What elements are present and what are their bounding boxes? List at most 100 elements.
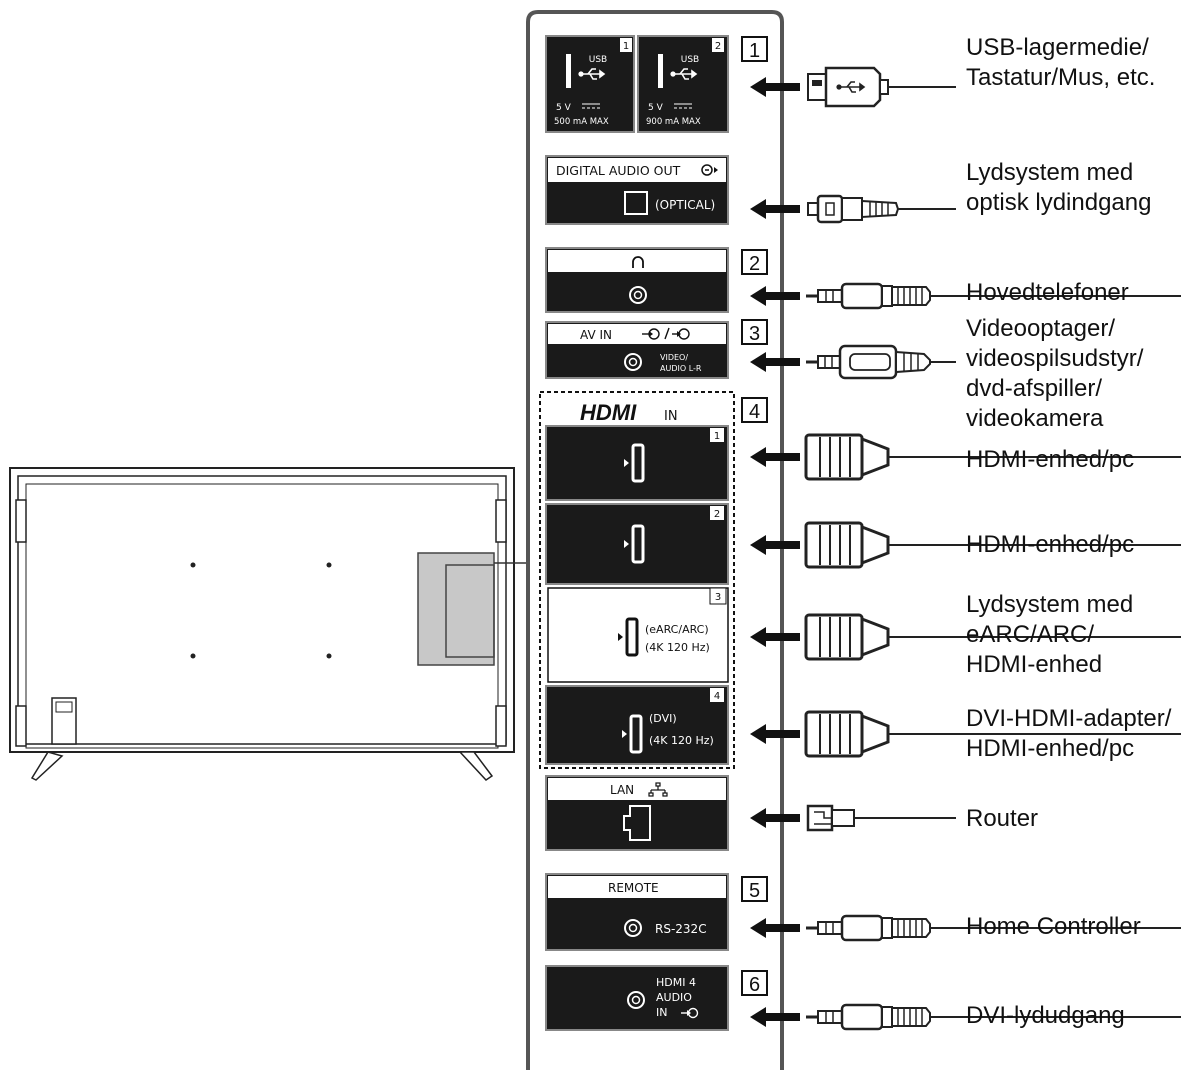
device-label-line: Lydsystem med — [966, 591, 1134, 618]
hdmi-earc-label: (eARC/ARC) — [645, 623, 709, 636]
optical-plug-icon — [807, 194, 956, 224]
remote-port: REMOTE RS-232C — [545, 873, 729, 951]
hdmi-in-group: HDMI IN — [539, 391, 735, 769]
hdmi4-audio-in-port: HDMI 4 AUDIO IN — [545, 965, 729, 1031]
usb-voltage: 5 V — [648, 103, 664, 113]
lan-plug-icon — [806, 804, 956, 832]
lan-port: LAN — [545, 775, 729, 851]
device-label-optical: Lydsystem med optisk lydindgang — [966, 158, 1151, 218]
arrow-left-icon — [750, 352, 800, 372]
hdmi-port-number: 3 — [715, 592, 721, 603]
device-label-line: USB-lagermedie/ — [966, 34, 1149, 61]
device-label-line: videospilsudstyr/ — [966, 345, 1144, 372]
arrow-left-icon — [750, 77, 800, 97]
arrow-left-icon — [750, 808, 800, 828]
tv-back — [9, 467, 528, 781]
hdmi4-audio-label: HDMI 4 — [656, 976, 696, 989]
device-label-hdmi4-audio: DVI-lydudgang — [966, 1001, 1125, 1031]
usb-icon — [670, 68, 698, 80]
device-label-line: videokamera — [966, 405, 1104, 432]
hdmi-port-4: 4 (DVI) (4K 120 Hz) — [545, 685, 729, 765]
usb-voltage: 5 V — [556, 103, 572, 113]
usb-current: 900 mA MAX — [646, 117, 701, 127]
device-label-remote: Home Controller — [966, 912, 1141, 942]
callout-numbers: 1 2 3 4 5 6 — [741, 36, 768, 996]
device-label-hdmi-3: Lydsystem med eARC/ARC/ HDMI-enhed — [966, 590, 1133, 680]
headphone-icon — [632, 256, 644, 268]
input-icon — [681, 1007, 699, 1019]
callout-2: 2 — [749, 253, 760, 275]
device-label-hdmi-2: HDMI-enhed/pc — [966, 530, 1134, 560]
hdmi-in-title: IN — [664, 409, 678, 424]
remote-title: REMOTE — [608, 881, 659, 895]
callout-4: 4 — [749, 401, 760, 423]
arrow-left-icon — [750, 286, 800, 306]
optical-title: DIGITAL AUDIO OUT — [556, 163, 681, 178]
optical-port: DIGITAL AUDIO OUT (OPTICAL) — [545, 155, 729, 225]
callout-3: 3 — [749, 323, 760, 345]
arrow-left-icon — [750, 918, 800, 938]
lan-title: LAN — [610, 783, 634, 797]
hdmi-dvi-label: (DVI) — [649, 712, 677, 725]
arrow-left-icon — [750, 199, 800, 219]
device-label-line: Tastatur/Mus, etc. — [966, 64, 1156, 91]
device-label-line: Hovedtelefoner — [966, 279, 1129, 306]
device-label-hdmi-4: DVI-HDMI-adapter/ HDMI-enhed/pc — [966, 704, 1171, 764]
device-label-hdmi-1: HDMI-enhed/pc — [966, 445, 1134, 475]
callout-6: 6 — [749, 974, 760, 996]
usb-label: USB — [589, 55, 607, 65]
device-label-line: DVI-HDMI-adapter/ — [966, 705, 1172, 732]
hdmi-4k-label: (4K 120 Hz) — [645, 641, 710, 654]
usb-port-number: 2 — [715, 41, 721, 52]
usb-port-number: 1 — [623, 41, 629, 52]
hdmi-port-2: 2 — [545, 503, 729, 585]
device-label-line: optisk lydindgang — [966, 189, 1152, 216]
av-in-title: AV IN — [580, 328, 612, 342]
usb-plug-icon — [807, 66, 956, 108]
hdmi-4k-label: (4K 120 Hz) — [649, 734, 714, 747]
arrow-left-icon — [750, 1007, 800, 1027]
input-icon — [642, 327, 690, 340]
usb-icon — [578, 68, 606, 80]
device-label-line: Router — [966, 805, 1039, 832]
arrow-left-icon — [750, 447, 800, 467]
terminal-panel-outline — [526, 10, 784, 1070]
hdmi4-audio-label: IN — [656, 1006, 667, 1019]
hdmi-port-number: 4 — [714, 691, 720, 702]
usb-port-1: 1 USB 5 V 500 mA MAX — [545, 35, 635, 133]
hdmi-port-number: 1 — [714, 431, 720, 442]
device-label-line: dvd-afspiller/ — [966, 375, 1103, 402]
hdmi4-audio-label: AUDIO — [656, 991, 692, 1004]
optical-label: (OPTICAL) — [655, 198, 715, 212]
device-label-lan: Router — [966, 804, 1038, 834]
av-in-label: VIDEO/ — [660, 353, 688, 362]
av-in-port: AV IN VIDEO/ AUDIO L-R — [545, 321, 729, 379]
device-label-line: Videooptager/ — [966, 315, 1116, 342]
usb-label: USB — [681, 55, 699, 65]
hdmi-port-3: 3 (eARC/ARC) (4K 120 Hz) — [547, 587, 729, 683]
device-label-line: eARC/ARC/ — [966, 621, 1095, 648]
output-icon — [701, 164, 718, 176]
hdmi-port-1: 1 — [545, 425, 729, 501]
callout-5: 5 — [749, 880, 760, 902]
arrow-left-icon — [750, 535, 800, 555]
device-label-line: HDMI-enhed/pc — [966, 735, 1135, 762]
device-label-line: HDMI-enhed/pc — [966, 531, 1135, 558]
usb-port-2: 2 USB 5 V 900 mA MAX — [637, 35, 729, 133]
device-label-line: HDMI-enhed/pc — [966, 446, 1135, 473]
network-icon — [648, 782, 668, 797]
device-label-line: Lydsystem med — [966, 159, 1134, 186]
rs232c-label: RS-232C — [655, 922, 707, 936]
device-label-line: HDMI-enhed — [966, 651, 1103, 678]
hdmi-logo: HDMI — [580, 400, 637, 425]
arrow-left-icon — [750, 724, 800, 744]
device-label-line: DVI-lydudgang — [966, 1002, 1125, 1029]
callout-1: 1 — [749, 40, 760, 62]
hdmi-port-number: 2 — [714, 509, 720, 520]
device-label-headphones: Hovedtelefoner — [966, 278, 1129, 308]
device-label-line: Home Controller — [966, 913, 1141, 940]
headphone-port — [545, 247, 729, 313]
usb-current: 500 mA MAX — [554, 117, 609, 127]
terminal-highlight-area — [417, 552, 495, 666]
